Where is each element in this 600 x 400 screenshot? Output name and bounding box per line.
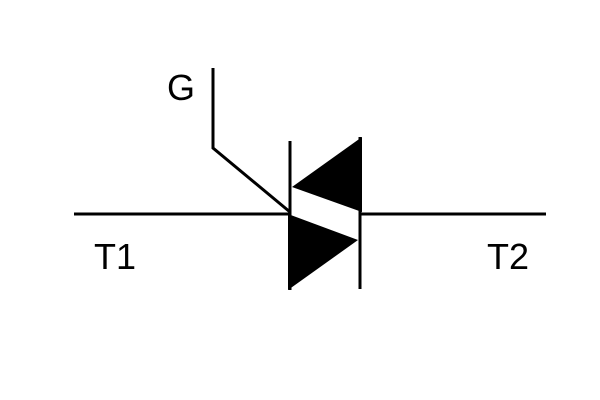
reverse-diode-triangle xyxy=(292,137,362,212)
forward-diode-triangle xyxy=(288,214,358,290)
gate-label: G xyxy=(167,67,195,108)
t1-label: T1 xyxy=(94,236,136,277)
t2-label: T2 xyxy=(487,236,529,277)
gate-lead-wire xyxy=(211,68,291,214)
